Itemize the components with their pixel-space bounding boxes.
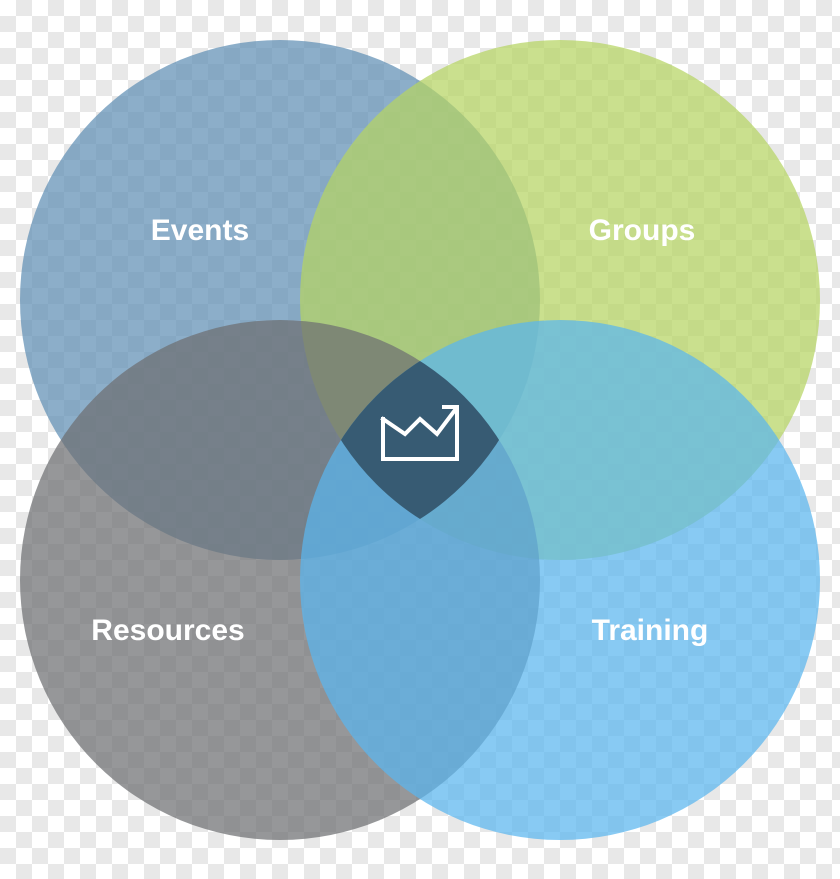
label-events: Events [151, 214, 249, 247]
label-resources: Resources [91, 614, 244, 647]
label-training: Training [592, 614, 709, 647]
center-intersection [300, 320, 540, 560]
rising-chart-icon [380, 405, 459, 461]
label-groups: Groups [589, 214, 696, 247]
